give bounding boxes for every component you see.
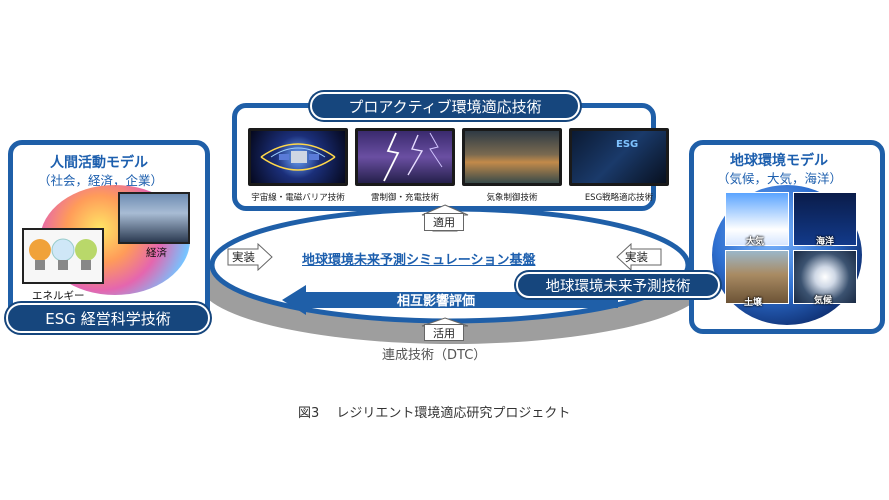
earth-model-subtitle: （気候，大気，海洋） <box>717 171 843 186</box>
caption-electromagnetic: 宇宙線・電磁バリア技術 <box>251 193 345 203</box>
satellite-icon <box>260 143 336 171</box>
soil-label: 土壌 <box>744 298 763 308</box>
climate-tile <box>793 250 857 304</box>
climate-label: 気候 <box>814 296 833 306</box>
atmosphere-tile <box>725 192 789 246</box>
energy-label: エネルギー <box>32 290 85 302</box>
electromagnetic-barrier-image <box>248 128 348 186</box>
esg-management-text: ESG 経営科学技術 <box>45 309 171 328</box>
soil-tile <box>725 250 789 304</box>
atmosphere-label: 大気 <box>746 237 765 247</box>
caption-esg: ESG戦略適応技術 <box>584 193 654 203</box>
energy-image <box>22 228 104 284</box>
implement-left-arrow <box>227 243 273 271</box>
ocean-tile <box>793 192 857 246</box>
proactive-title: プロアクティブ環境適応技術 <box>310 92 580 120</box>
human-activity-title: 人間活動モデル <box>50 155 148 171</box>
esg-management-footer: ESG 経営科学技術 <box>6 303 210 333</box>
implement-right-label: 実装 <box>625 250 648 264</box>
future-prediction-pill: 地球環境未来予測技術 <box>516 272 720 298</box>
caption-weather: 気象制御技術 <box>486 193 538 203</box>
dtc-label: 連成技術（DTC） <box>382 348 487 363</box>
future-prediction-text: 地球環境未来予測技術 <box>545 278 691 295</box>
human-activity-subtitle: （社会，経済，企業） <box>38 173 164 188</box>
esg-badge: ESG <box>616 139 639 150</box>
utilize-label: 活用 <box>424 324 464 341</box>
lightning-image <box>355 128 455 186</box>
proactive-title-text: プロアクティブ環境適応技術 <box>348 97 542 116</box>
apply-top-text: 適用 <box>433 216 455 229</box>
economy-image <box>118 192 190 244</box>
mutual-impact-label: 相互影響評価 <box>397 294 476 309</box>
implement-left-label: 実装 <box>232 250 255 264</box>
ocean-label: 海洋 <box>816 237 835 247</box>
implement-right-arrow <box>616 243 662 271</box>
lightning-bolt-icon <box>383 132 443 182</box>
simulation-platform-title: 地球環境未来予測シミュレーション基盤 <box>302 253 536 268</box>
economy-label: 経済 <box>146 247 167 259</box>
light-bulbs-icon <box>29 238 97 270</box>
apply-top-label: 適用 <box>424 213 464 231</box>
utilize-text: 活用 <box>433 326 455 340</box>
caption-lightning: 雷制御・充電技術 <box>370 193 439 203</box>
earth-model-title: 地球環境モデル <box>730 153 828 169</box>
storm-clouds-image <box>462 128 562 186</box>
figure-caption: 図3 レジリエント環境適応研究プロジェクト <box>298 406 571 421</box>
esg-strategy-image: ESG <box>569 128 669 186</box>
